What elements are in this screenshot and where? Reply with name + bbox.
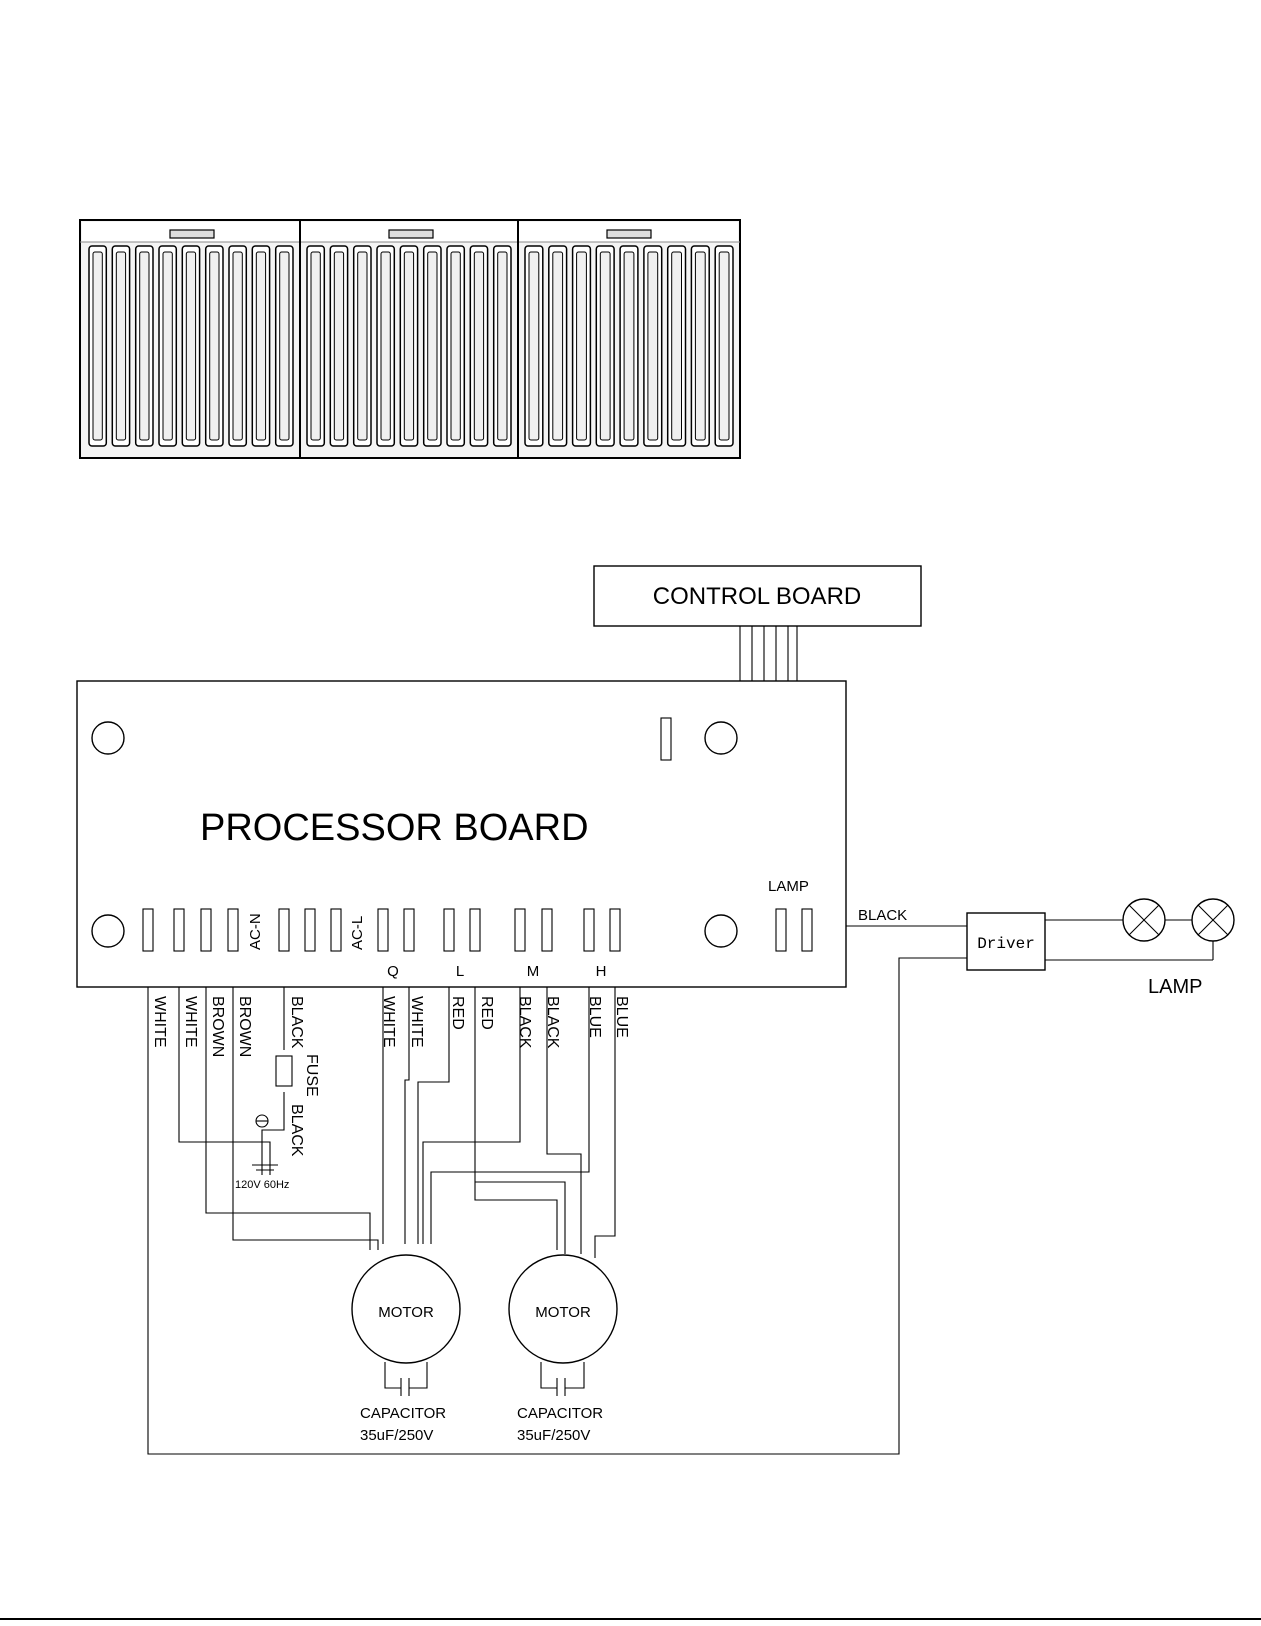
mount-hole [92, 915, 124, 947]
filter-slot-inner [311, 252, 320, 440]
filter-slot-inner [553, 252, 563, 440]
filter-slot-inner [140, 252, 149, 440]
wire-label-brown: BROWN [236, 996, 253, 1057]
filter-slot-inner [648, 252, 658, 440]
filter-slot-inner [256, 252, 265, 440]
wire-labels: WHITE WHITE BROWN BROWN BLACK FUSE BLACK… [151, 996, 630, 1157]
wire-label-white: WHITE [151, 996, 168, 1048]
filter-slot-inner [163, 252, 172, 440]
filter-slot-inner [404, 252, 413, 440]
wire-label-brown: BROWN [209, 996, 226, 1057]
terminal-h-label: H [596, 963, 607, 980]
filter-handle-3 [607, 230, 651, 238]
capacitor-label: CAPACITOR [360, 1405, 446, 1422]
wire-label-red: RED [478, 996, 495, 1030]
filter-slot-inner [529, 252, 539, 440]
board-connector [661, 718, 671, 760]
filter-slots [89, 246, 733, 446]
filter-slot-inner [719, 252, 729, 440]
filter-handle-1 [170, 230, 214, 238]
filter-slot-inner [116, 252, 125, 440]
motor-label: MOTOR [378, 1304, 434, 1321]
wire-label-black: BLACK [516, 996, 533, 1049]
control-board-label: CONTROL BOARD [653, 583, 861, 610]
power-supply-label: 120V 60Hz [235, 1179, 289, 1191]
control-ribbon-cable [740, 626, 797, 681]
control-board: CONTROL BOARD [594, 566, 921, 626]
capacitor-label: CAPACITOR [517, 1405, 603, 1422]
lamp-circuit: BLACK Driver LAMP [846, 899, 1234, 998]
lamp-label: LAMP [1148, 976, 1202, 998]
motor-1: MOTOR CAPACITOR 35uF/250V [352, 1255, 460, 1444]
terminal-ac-n-label: AC-N [247, 913, 264, 950]
wire-label-white: WHITE [182, 996, 199, 1048]
wire-label-white: WHITE [408, 996, 425, 1048]
wire-label-black: BLACK [288, 1104, 305, 1157]
capacitor-rating: 35uF/250V [360, 1427, 433, 1444]
terminal-l-label: L [456, 963, 464, 980]
filter-handle-2 [389, 230, 433, 238]
wire-brown [206, 987, 370, 1250]
lamp-header-label: LAMP [768, 878, 809, 895]
fuse [276, 1056, 292, 1086]
filter-slot-inner [210, 252, 219, 440]
wire-label-red: RED [449, 996, 466, 1030]
filter-slot-inner [381, 252, 390, 440]
capacitor-rating: 35uF/250V [517, 1427, 590, 1444]
processor-board: PROCESSOR BOARD LAMP AC-N AC-L Q L M H [77, 681, 846, 987]
plug-icon [252, 1115, 278, 1175]
page-bottom-rule [0, 1618, 1261, 1620]
filter-slot-inner [600, 252, 610, 440]
filter-slot-inner [428, 252, 437, 440]
terminal-ac-l-label: AC-L [349, 916, 366, 950]
mount-hole [705, 722, 737, 754]
processor-board-label: PROCESSOR BOARD [200, 807, 589, 849]
motor-2: MOTOR CAPACITOR 35uF/250V [509, 1255, 617, 1444]
filter-slot-inner [498, 252, 507, 440]
grease-filter-illustration [80, 220, 740, 458]
filter-slot-inner [280, 252, 289, 440]
filter-slot-inner [334, 252, 343, 440]
filter-slot-inner [451, 252, 460, 440]
filter-slot-inner [695, 252, 705, 440]
filter-slot-inner [624, 252, 634, 440]
terminal-m-label: M [527, 963, 540, 980]
fuse-label: FUSE [303, 1054, 320, 1097]
mount-hole [705, 915, 737, 947]
lamp-bulb-icon [1192, 899, 1234, 941]
filter-slot-inner [186, 252, 195, 440]
terminal-q-label: Q [387, 963, 399, 980]
filter-slot-inner [93, 252, 102, 440]
lamp-bulb-icon [1123, 899, 1165, 941]
motor-label: MOTOR [535, 1304, 591, 1321]
filter-slot-inner [577, 252, 587, 440]
filter-slot-inner [233, 252, 242, 440]
filter-slot-inner [358, 252, 367, 440]
filter-slot-inner [672, 252, 682, 440]
wire-label-black: BLACK [288, 996, 305, 1049]
lamp-wire-label: BLACK [858, 907, 907, 924]
driver-label: Driver [977, 935, 1035, 953]
filter-slot-inner [474, 252, 483, 440]
mount-hole [92, 722, 124, 754]
